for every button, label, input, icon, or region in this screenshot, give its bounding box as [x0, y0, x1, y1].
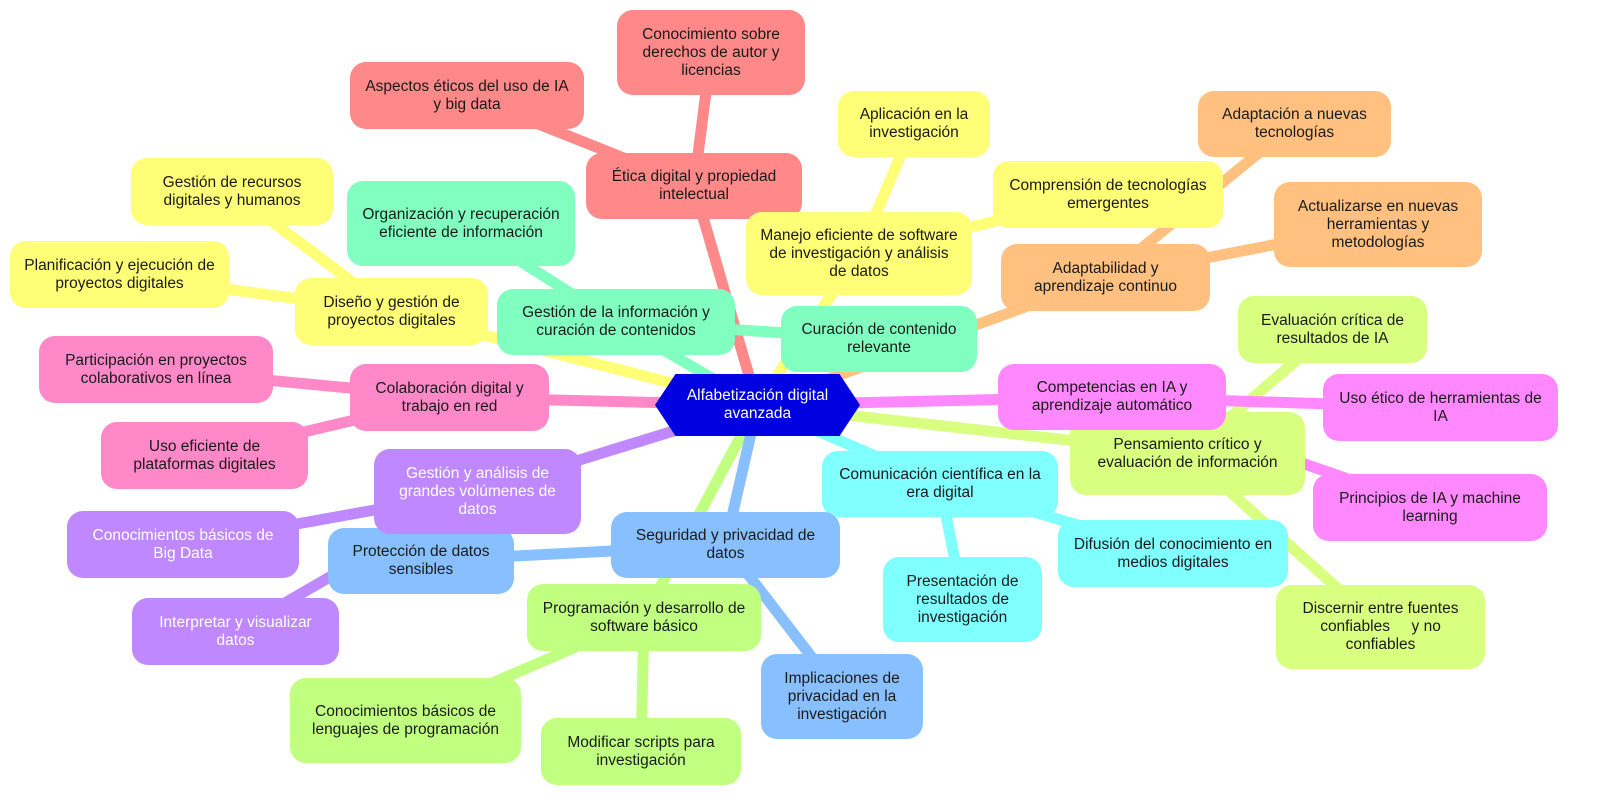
branch-node-adaptabilidad[interactable]: Adaptabilidad y aprendizaje continuo — [1001, 244, 1210, 311]
leaf-node-implicaciones-privacidad[interactable]: Implicaciones de privacidad en la invest… — [761, 654, 923, 739]
node-label: Aspectos éticos del uso de IA y big data — [365, 77, 569, 113]
node-label: Uso eficiente de plataformas digitales — [133, 437, 276, 473]
root-node[interactable]: Alfabetización digital avanzada — [655, 374, 860, 436]
branch-node-comunicacion-cientifica[interactable]: Comunicación científica en la era digita… — [822, 451, 1058, 517]
leaf-node-lenguajes-programacion[interactable]: Conocimientos básicos de lenguajes de pr… — [290, 678, 521, 763]
root-label: Alfabetización digital avanzada — [686, 387, 829, 422]
node-label: Adaptabilidad y aprendizaje continuo — [1033, 259, 1178, 295]
node-label: Discernir entre fuentes confiables y no … — [1302, 600, 1463, 653]
leaf-node-organizacion[interactable]: Organización y recuperación eficiente de… — [347, 181, 575, 266]
node-label: Participación en proyectos colaborativos… — [65, 351, 247, 387]
node-label: Aplicación en la investigación — [859, 106, 969, 141]
leaf-node-interpretar-visualizar[interactable]: Interpretar y visualizar datos — [132, 598, 339, 665]
leaf-node-presentacion-resultados[interactable]: Presentación de resultados de investigac… — [883, 557, 1042, 642]
node-label: Evaluación crítica de resultados de IA — [1260, 311, 1405, 347]
node-label: Curación de contenido relevante — [801, 321, 957, 356]
node-label: Gestión de recursos digitales y humanos — [162, 173, 302, 209]
root-branch-edge — [638, 399, 763, 623]
leaf-node-plataformas[interactable]: Uso eficiente de plataformas digitales — [101, 422, 308, 489]
leaf-node-tecnologias-emergentes[interactable]: Comprensión de tecnologías emergentes — [993, 161, 1223, 228]
leaf-node-adaptacion[interactable]: Adaptación a nuevas tecnologías — [1198, 91, 1391, 157]
node-label: Comunicación científica en la era digita… — [839, 466, 1041, 501]
leaf-node-conocimientos-big-data[interactable]: Conocimientos básicos de Big Data — [67, 511, 299, 578]
node-label: Conocimientos básicos de Big Data — [92, 526, 274, 562]
branch-node-competencias-ia[interactable]: Competencias en IA y aprendizaje automát… — [998, 364, 1226, 430]
leaf-node-curacion[interactable]: Curación de contenido relevante — [781, 306, 977, 372]
node-label: Gestión de la información y curación de … — [522, 304, 710, 339]
leaf-node-derechos-autor[interactable]: Conocimiento sobre derechos de autor y l… — [617, 10, 805, 95]
leaf-node-uso-etico-ia[interactable]: Uso ético de herramientas de IA — [1323, 374, 1558, 441]
node-label: Implicaciones de privacidad en la invest… — [784, 669, 900, 723]
node-label: Ética digital y propiedad intelectual — [611, 168, 777, 203]
branch-node-seguridad[interactable]: Seguridad y privacidad de datos — [611, 512, 840, 578]
branch-node-manejo-software[interactable]: Manejo eficiente de software de investig… — [746, 212, 972, 295]
node-label: Seguridad y privacidad de datos — [635, 527, 816, 562]
leaf-node-gestion-recursos[interactable]: Gestión de recursos digitales y humanos — [131, 158, 333, 225]
node-label: Organización y recuperación eficiente de… — [362, 205, 560, 241]
branch-node-gestion-informacion[interactable]: Gestión de la información y curación de … — [497, 289, 735, 355]
branch-node-big-data[interactable]: Gestión y análisis de grandes volúmenes … — [374, 449, 581, 534]
node-label: Presentación de resultados de investigac… — [906, 572, 1019, 626]
node-label: Difusión del conocimiento en medios digi… — [1073, 535, 1273, 571]
leaf-node-aspectos-eticos[interactable]: Aspectos éticos del uso de IA y big data — [350, 62, 584, 129]
node-label: Conocimientos básicos de lenguajes de pr… — [312, 702, 499, 738]
node-label: Colaboración digital y trabajo en red — [375, 379, 524, 415]
leaf-node-difusion[interactable]: Difusión del conocimiento en medios digi… — [1058, 520, 1288, 587]
leaf-node-principios-ia[interactable]: Principios de IA y machine learning — [1313, 474, 1547, 541]
branch-node-programacion[interactable]: Programación y desarrollo de software bá… — [527, 584, 761, 651]
node-label: Modificar scripts para investigación — [567, 733, 715, 769]
leaf-node-proteccion-datos[interactable]: Protección de datos sensibles — [328, 528, 514, 594]
node-label: Planificación y ejecución de proyectos d… — [24, 256, 215, 292]
node-label: Pensamiento crítico y evaluación de info… — [1097, 435, 1278, 471]
leaf-node-actualizarse[interactable]: Actualizarse en nuevas herramientas y me… — [1274, 182, 1482, 267]
leaf-node-evaluacion-critica[interactable]: Evaluación crítica de resultados de IA — [1238, 296, 1427, 363]
branch-node-etica[interactable]: Ética digital y propiedad intelectual — [586, 153, 802, 219]
leaf-node-discernir-fuentes[interactable]: Discernir entre fuentes confiables y no … — [1276, 585, 1485, 669]
branch-node-diseno-proyectos[interactable]: Diseño y gestión de proyectos digitales — [295, 278, 488, 345]
leaf-node-aplicacion[interactable]: Aplicación en la investigación — [838, 91, 990, 157]
node-label: Adaptación a nuevas tecnologías — [1222, 106, 1367, 141]
node-label: Interpretar y visualizar datos — [159, 613, 312, 649]
leaf-node-participacion[interactable]: Participación en proyectos colaborativos… — [39, 336, 273, 403]
node-label: Conocimiento sobre derechos de autor y l… — [642, 25, 780, 79]
leaf-node-planificacion[interactable]: Planificación y ejecución de proyectos d… — [10, 241, 229, 308]
node-label: Diseño y gestión de proyectos digitales — [323, 293, 460, 329]
node-label: Gestión y análisis de grandes volúmenes … — [399, 464, 556, 518]
branch-node-colaboracion[interactable]: Colaboración digital y trabajo en red — [350, 364, 549, 431]
node-label: Comprensión de tecnologías emergentes — [1009, 176, 1207, 212]
node-label: Programación y desarrollo de software bá… — [542, 599, 746, 635]
node-label: Competencias en IA y aprendizaje automát… — [1031, 379, 1193, 414]
node-label: Manejo eficiente de software de investig… — [760, 226, 958, 280]
node-label: Uso ético de herramientas de IA — [1339, 389, 1542, 425]
node-label: Principios de IA y machine learning — [1339, 489, 1521, 525]
leaf-node-modificar-scripts[interactable]: Modificar scripts para investigación — [541, 718, 741, 785]
node-label: Protección de datos sensibles — [352, 543, 490, 578]
node-label: Actualizarse en nuevas herramientas y me… — [1297, 197, 1459, 251]
